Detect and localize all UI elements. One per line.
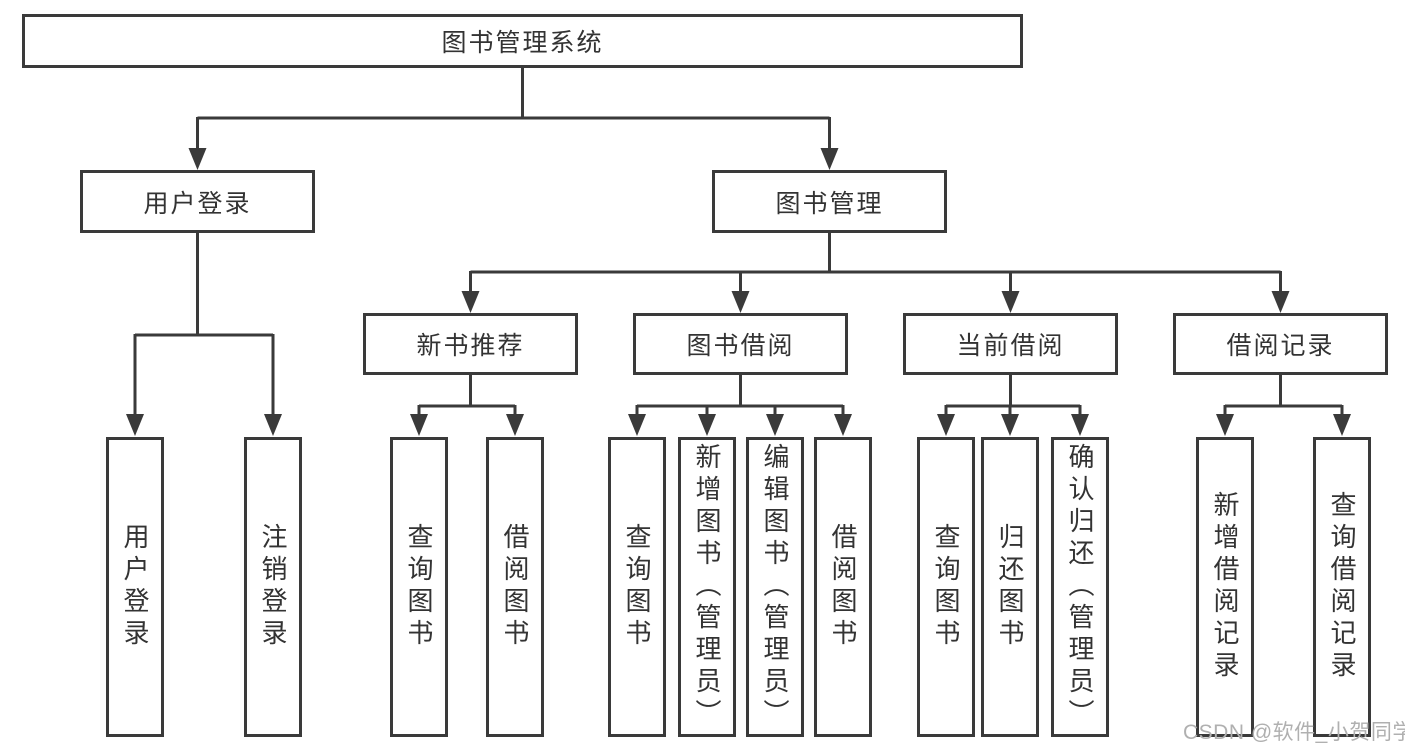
node-current-borrow: 当前借阅 [903,313,1118,375]
node-book-borrow: 图书借阅 [633,313,848,375]
leaf-confirm-return-admin: 确认归还（管理员） [1051,437,1109,737]
leaf-return-book: 归还图书 [981,437,1039,737]
leaf-add-book-admin: 新增图书（管理员） [678,437,736,737]
leaf-query-books-current: 查询图书 [917,437,975,737]
node-book-management-label: 图书管理 [775,189,884,218]
leaf-add-borrow-record: 新增借阅记录 [1196,437,1254,737]
node-user-login: 用户登录 [80,170,315,233]
node-book-management: 图书管理 [712,170,947,233]
node-new-book-recommend: 新书推荐 [363,313,578,375]
leaf-logout: 注销登录 [244,437,302,737]
node-root-label: 图书管理系统 [441,29,604,57]
node-user-login-label: 用户登录 [143,189,252,218]
node-new-book-recommend-label: 新书推荐 [416,332,525,360]
leaf-query-books-borrow: 查询图书 [608,437,666,737]
leaf-query-borrow-record: 查询借阅记录 [1313,437,1371,737]
node-current-borrow-label: 当前借阅 [956,332,1065,360]
node-root: 图书管理系统 [22,14,1023,68]
leaf-query-books-recommend: 查询图书 [390,437,448,737]
leaf-edit-book-admin: 编辑图书（管理员） [746,437,804,737]
leaf-borrow-books-recommend: 借阅图书 [486,437,544,737]
node-borrow-records-label: 借阅记录 [1226,332,1335,360]
leaf-user-login: 用户登录 [106,437,164,737]
csdn-watermark: CSDN @软件_小贺同学 [1183,721,1405,744]
node-book-borrow-label: 图书借阅 [686,332,795,360]
leaf-borrow-books: 借阅图书 [814,437,872,737]
connector-arrows [126,148,1351,436]
node-borrow-records: 借阅记录 [1173,313,1388,375]
